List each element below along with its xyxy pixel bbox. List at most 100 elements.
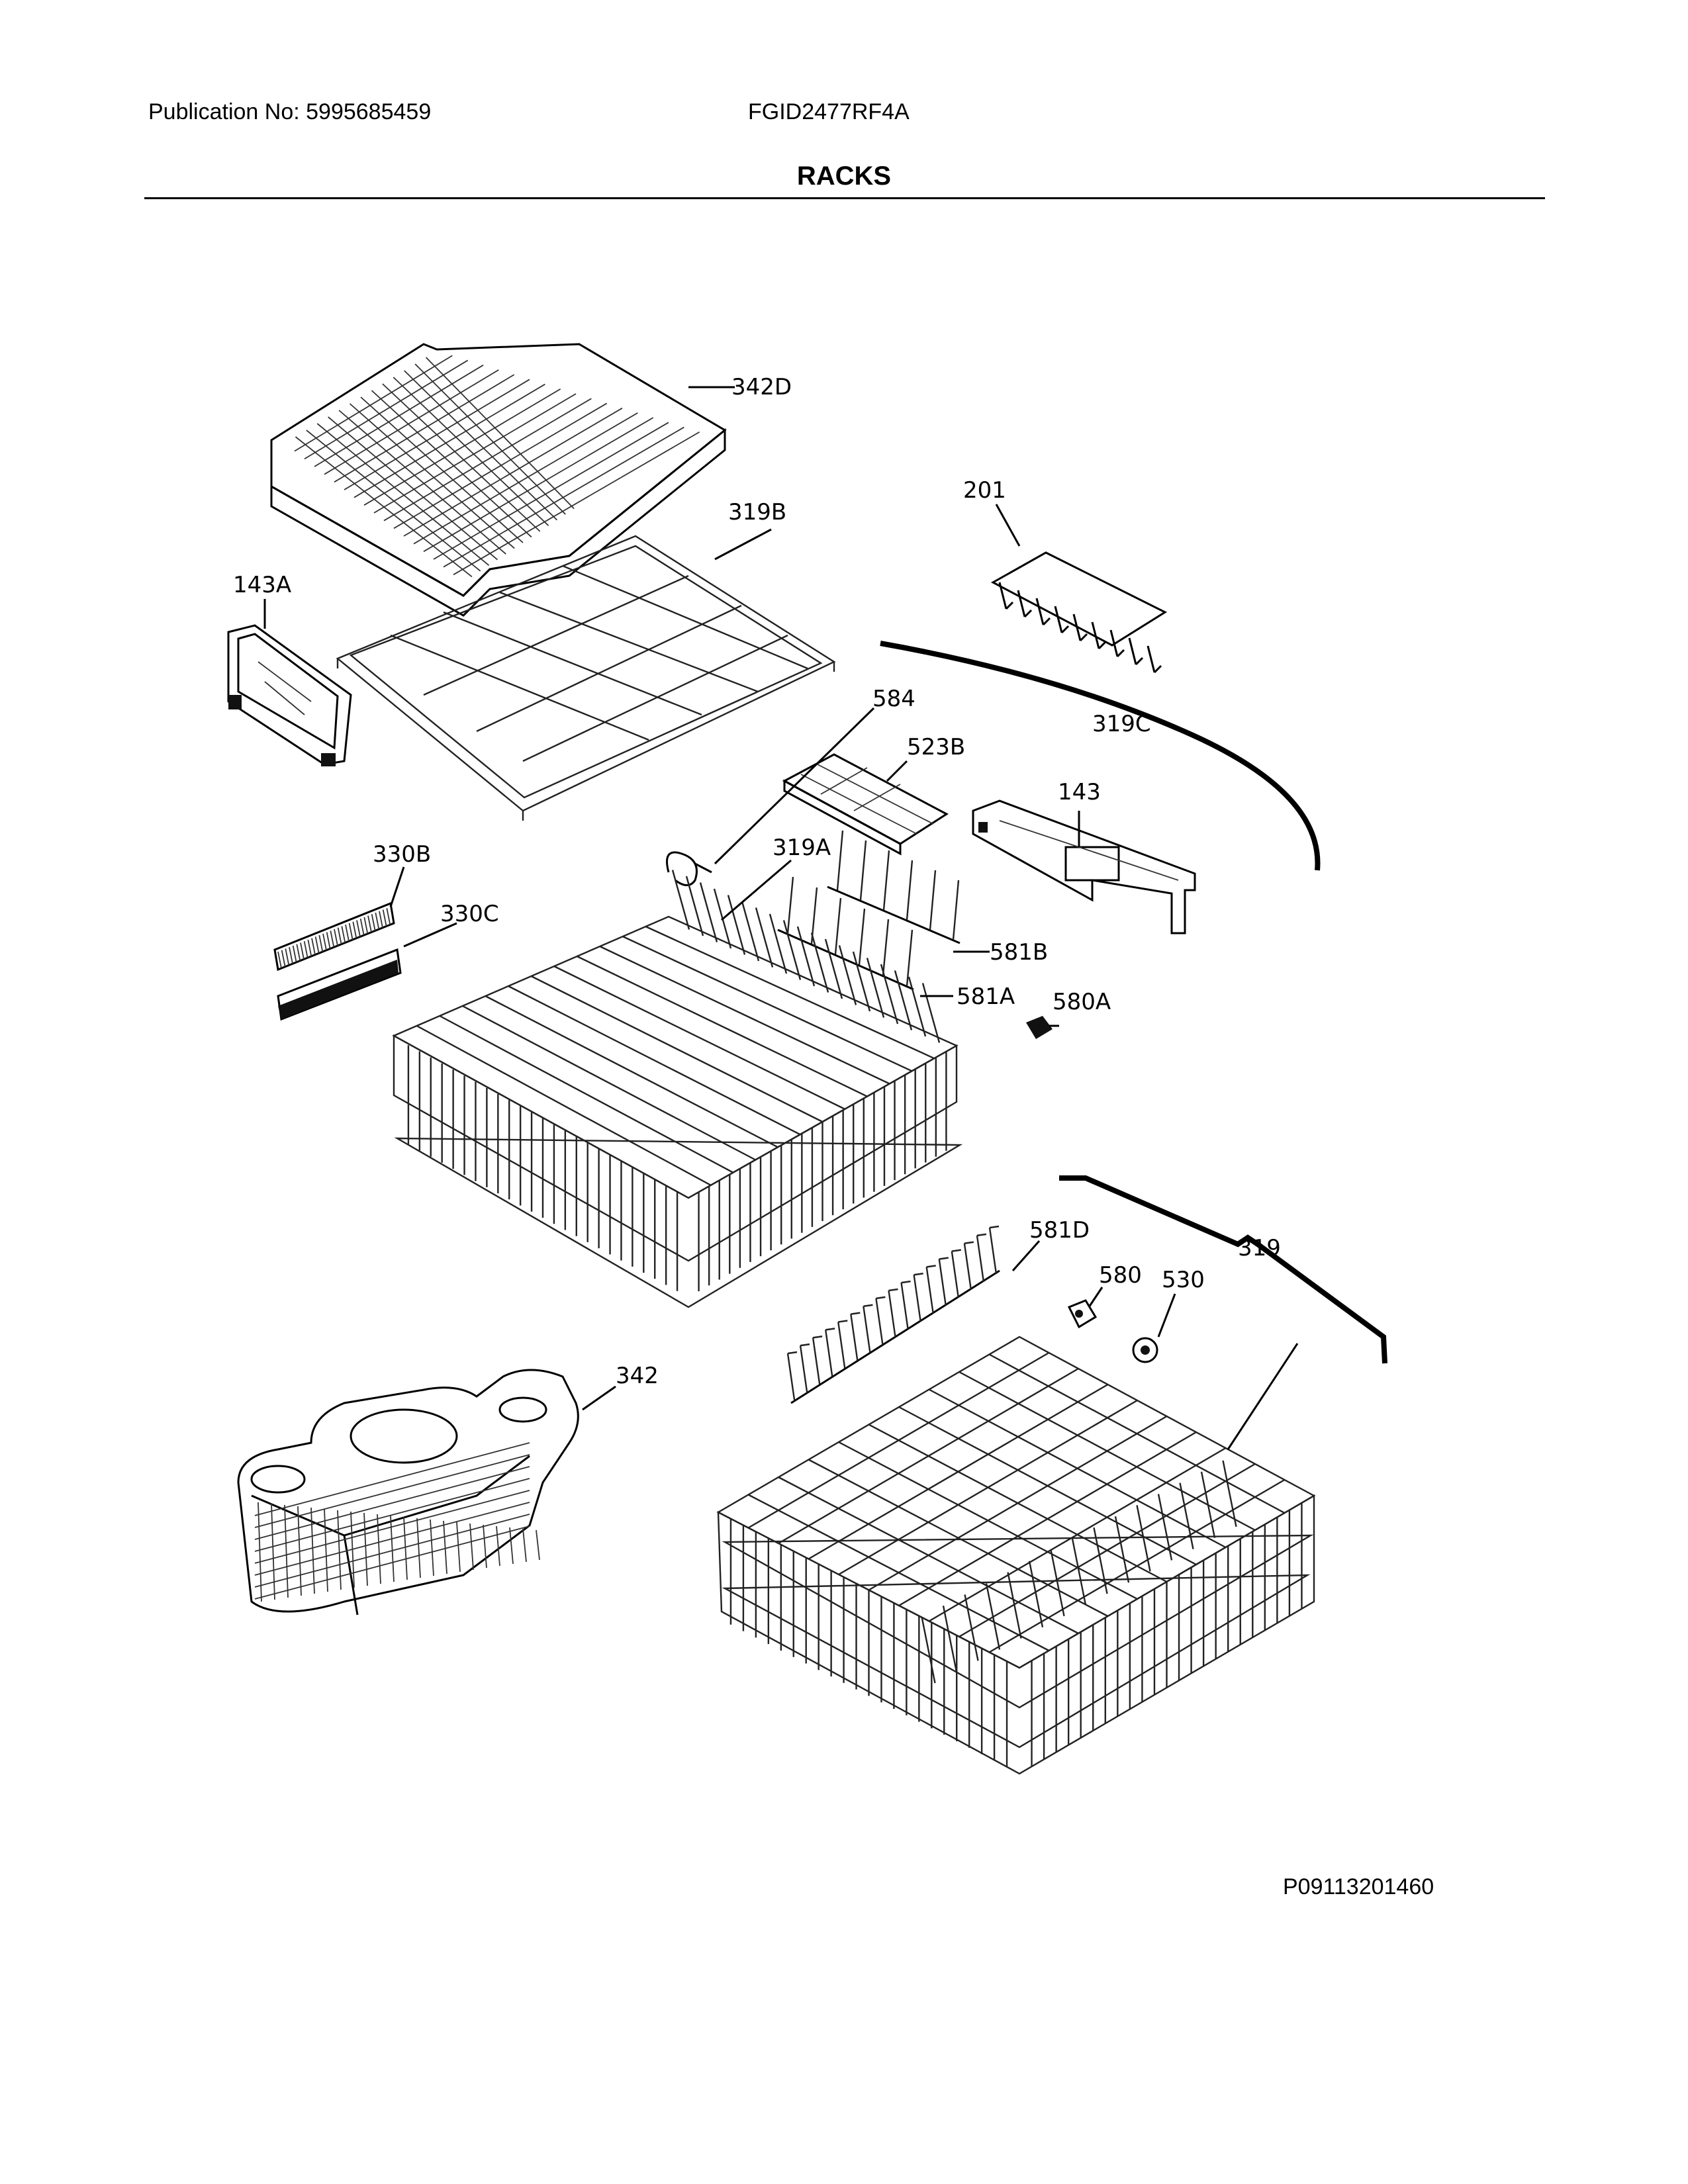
illustration-stroke [900, 1282, 909, 1330]
illustration-stroke [363, 388, 561, 506]
part-319B-wire-frame [336, 535, 836, 821]
illustration-stroke [377, 1514, 381, 1584]
illustration-stroke [882, 919, 890, 976]
illustration-stroke [1035, 598, 1045, 625]
part-580-clip [1067, 1299, 1098, 1329]
part-201-clips [990, 551, 1168, 674]
illustration-stroke [851, 1312, 861, 1315]
illustration-stroke [964, 1594, 979, 1661]
illustration-stroke [353, 383, 545, 498]
illustration-stroke [929, 870, 937, 931]
illustration-stroke [875, 1298, 884, 1345]
callout-143: 143 [1058, 779, 1101, 805]
illustration-stroke [1116, 649, 1125, 658]
illustration-stroke [985, 1583, 1001, 1650]
illustration-stroke [462, 1005, 756, 1161]
callout-581D: 581D [1029, 1217, 1090, 1244]
illustration-stroke [837, 1322, 846, 1369]
illustration-stroke [782, 920, 802, 980]
illustration-stroke [876, 1296, 886, 1300]
model-number: FGID2477RF4A [748, 99, 910, 124]
illustration-stroke [755, 907, 774, 968]
illustration-stroke [337, 1510, 342, 1590]
illustration-stroke [1093, 1527, 1108, 1594]
part-319-rail [1059, 1175, 1387, 1364]
illustration-stroke [942, 1606, 958, 1672]
illustration-stroke [838, 945, 857, 1005]
illustration-stroke [952, 880, 960, 940]
illustration-stroke [939, 1257, 949, 1260]
illustration-stroke [868, 1415, 1168, 1591]
part-319A-upper-basket [392, 870, 963, 1308]
illustration-stroke [334, 374, 515, 483]
illustration-stroke [928, 1447, 1227, 1622]
illustration-stroke [622, 935, 913, 1072]
illustration-stroke [1017, 590, 1026, 617]
illustration-stroke [913, 1275, 921, 1322]
part-584-hose [666, 851, 712, 886]
illustration-stroke [800, 1343, 810, 1347]
illustration-stroke [509, 1527, 514, 1565]
callout-581B: 581B [990, 939, 1048, 966]
illustration-stroke [988, 1227, 998, 1275]
illustration-stroke [901, 1280, 911, 1284]
illustration-stroke [318, 934, 324, 952]
illustration-stroke [914, 1273, 923, 1276]
illustration-stroke [373, 393, 577, 514]
illustration-stroke [334, 929, 338, 946]
illustration-stroke [810, 933, 829, 993]
illustration-stroke [959, 1463, 1256, 1638]
illustration-stroke [1179, 1482, 1194, 1549]
illustration-stroke [925, 1267, 934, 1314]
illustration-stroke [294, 355, 453, 452]
illustration-stroke [699, 882, 718, 942]
illustration-stroke [316, 423, 490, 566]
illustration-stroke [456, 1522, 461, 1572]
illustration-stroke [403, 1516, 408, 1580]
illustration-stroke [1023, 609, 1033, 618]
illustration-stroke [976, 1235, 985, 1283]
illustration-stroke [1054, 606, 1063, 633]
illustration-stroke [786, 1353, 796, 1400]
illustration-stroke [859, 840, 867, 901]
illustration-stroke [769, 913, 788, 974]
illustration-stroke [254, 1525, 530, 1600]
callout-319A: 319A [773, 835, 831, 861]
illustration-stroke [371, 914, 376, 931]
illustration-stroke [324, 1508, 328, 1592]
illustration-stroke [894, 970, 913, 1030]
illustration-stroke [1114, 1516, 1130, 1583]
illustration-stroke [824, 1330, 833, 1377]
illustration-stroke [536, 1529, 540, 1561]
illustration-stroke [303, 940, 308, 958]
illustration-stroke [1079, 633, 1088, 642]
illustration-stroke [433, 422, 669, 560]
illustration-stroke [964, 1241, 974, 1244]
illustration-stroke [416, 1518, 421, 1578]
illustration-stroke [413, 412, 638, 545]
illustration-stroke [1005, 601, 1014, 610]
callout-580: 580 [1099, 1262, 1142, 1289]
illustration-stroke [439, 1015, 734, 1173]
part-330C-strip [277, 948, 402, 1021]
illustration-stroke [976, 1233, 987, 1237]
part-319-lower-basket [716, 1336, 1316, 1775]
illustration-stroke [403, 407, 623, 537]
publication-number: Publication No: 5995685459 [148, 99, 432, 124]
illustration-stroke [322, 933, 327, 950]
illustration-stroke [382, 909, 387, 927]
callout-530: 530 [1162, 1267, 1205, 1293]
illustration-stroke [928, 1388, 1227, 1549]
illustration-stroke [671, 870, 690, 930]
illustration-stroke [404, 370, 558, 521]
callout-319: 319 [1238, 1235, 1281, 1261]
header-rule [144, 197, 1545, 199]
illustration-stroke [988, 1353, 1286, 1514]
illustration-stroke [599, 945, 890, 1085]
illustration-stroke [304, 359, 469, 460]
illustration-stroke [685, 876, 704, 936]
illustration-stroke [349, 403, 515, 549]
illustration-stroke [577, 955, 868, 1097]
illustration-stroke [485, 995, 778, 1148]
